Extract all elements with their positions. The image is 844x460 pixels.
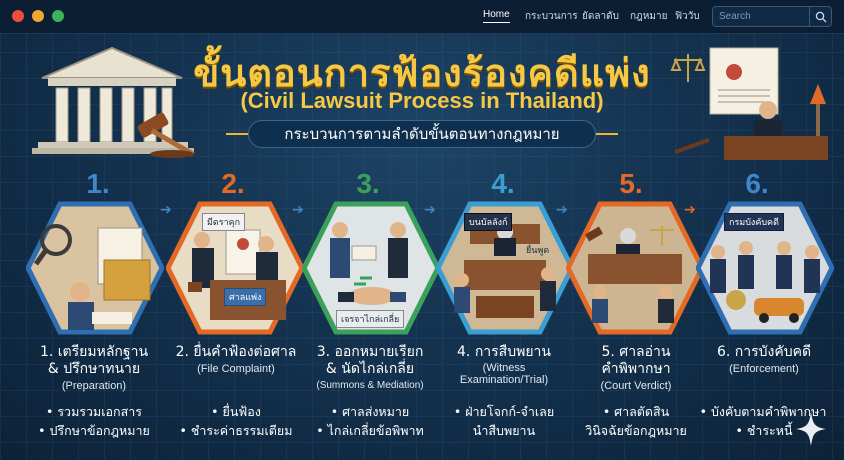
- window-minimize-dot[interactable]: [32, 10, 44, 22]
- step-1-english: (Preparation): [61, 380, 127, 392]
- step-3-title: 3. ออกหมายเรียก & นัดไกล่เกลี่ย: [300, 344, 440, 378]
- step-4-bullet-1: • ฝ่ายโจกก์-จำเลย: [453, 404, 555, 419]
- step-1-bullet-1: • รวมรวมเอกสาร: [45, 404, 142, 419]
- step-6-office-sign: กรมบังคับคดี: [724, 213, 784, 231]
- step-6-number: 6.: [745, 168, 769, 199]
- step-2-bullet-2: • ชำระค่าธรรมเตียม: [179, 423, 293, 438]
- nav-process[interactable]: กระบวนการ: [525, 11, 578, 22]
- scales-icon: [650, 226, 674, 246]
- step-3-mediation-sign: เจรจาไกล่เกลี่ย: [336, 310, 405, 328]
- car-icon: [754, 298, 804, 323]
- gavel-icon: [585, 226, 603, 242]
- step-5-hexagon: [566, 201, 704, 335]
- top-bar: Home กระบวนการ ยัดลาดับ กฎหมาย ฟิววับ: [0, 0, 844, 34]
- step-5-number: 5.: [619, 168, 643, 199]
- step-1-hexagon: [26, 201, 164, 335]
- ribbon-line-right: [596, 133, 618, 135]
- process-ribbon: กระบวนการตามลำดับขั้นตอนทางกฎหมาย: [248, 120, 596, 148]
- search-input[interactable]: [719, 9, 809, 24]
- step-2-number: 2.: [221, 168, 245, 199]
- step-2-english: (File Complaint): [197, 363, 275, 375]
- page-title: ขั้นตอนการฟ้องร้องคดีแพ่ง: [193, 51, 651, 95]
- sparkle-icon: [796, 412, 826, 446]
- arrow-right-icon: ➔: [424, 202, 436, 218]
- step-4-number: 4.: [491, 168, 515, 199]
- step-3-number: 3.: [356, 168, 380, 199]
- step-3-bullet-1: • ศาลส่งหมาย: [330, 404, 410, 419]
- step-3-english: (Summons & Mediation): [316, 380, 424, 391]
- step-4-title: 4. การสืบพยาน: [434, 344, 574, 361]
- nav-reviews[interactable]: ฟิววับ: [675, 11, 700, 22]
- step-1-title-line2: & ปรึกษาทนาย: [47, 361, 141, 377]
- step-4-bullet-2: นำสืบพยาน: [472, 423, 536, 438]
- step-6-title: 6. การบังคับคดี: [694, 344, 834, 361]
- arrow-right-icon: ➔: [292, 202, 304, 218]
- search-box: [712, 6, 832, 27]
- step-6-title-line1: 6. การบังคับคดี: [716, 344, 812, 360]
- step-5-english: (Court Verdict): [600, 380, 672, 392]
- step-1-title-line1: 1. เตรียมหลักฐาน: [39, 344, 149, 360]
- window-close-dot[interactable]: [12, 10, 24, 22]
- step-2-bullet-1: • ยื่นฟ้อง: [211, 404, 261, 419]
- handshake-icon: [338, 287, 406, 305]
- gavel-icon: [137, 112, 195, 158]
- step-2-court-sign: ศาลแพ่ง: [224, 288, 267, 306]
- search-icon: [815, 11, 826, 22]
- page-subtitle-english: (Civil Lawsuit Process in Thailand): [240, 88, 604, 113]
- step-6-bullet-2: • ชำระหนี้: [735, 423, 793, 438]
- nav-law[interactable]: กฎหมาย: [630, 11, 668, 22]
- scales-icon: [670, 54, 706, 82]
- step-5-bullet-2: วินิจฉัยข้อกฎหมาย: [585, 423, 687, 438]
- window-maximize-dot[interactable]: [52, 10, 64, 22]
- nav-home[interactable]: Home: [483, 9, 510, 23]
- step-4-english: (Witness Examination/Trial): [459, 362, 549, 386]
- step-1-bullet-2: • ปรึกษาข้อกฎหมาย: [38, 423, 150, 438]
- step-3-title-line1: 3. ออกหมายเรียก: [316, 344, 424, 360]
- search-button[interactable]: [809, 7, 831, 26]
- emblem-icon: [726, 64, 742, 80]
- step-6-hexagon: [696, 201, 834, 335]
- step-4-title-line1: 4. การสืบพยาน: [457, 344, 551, 360]
- step-1-title: 1. เตรียมหลักฐาน & ปรึกษาทนาย: [24, 344, 164, 378]
- nav-order[interactable]: ยัดลาดับ: [582, 11, 619, 22]
- arrow-right-icon: ➔: [556, 202, 568, 218]
- step-5-bullet-1: • ศาลตัดสิน: [602, 404, 670, 419]
- money-bag-icon: [726, 290, 746, 310]
- step-1-number: 1.: [86, 168, 110, 199]
- step-4-bench-sign: บนบัลลังก์: [464, 213, 513, 231]
- step-3-hexagon: [302, 201, 440, 335]
- step-6-english: (Enforcement): [729, 363, 799, 375]
- step-2-sign: มีดราคุก: [202, 213, 246, 231]
- step-5-title-line2: คำพิพากษา: [601, 361, 671, 377]
- step-2-title: 2. ยื่นคำฟ้องต่อศาล: [166, 344, 306, 361]
- step-3-title-line2: & นัดไกล่เกลี่ย: [325, 361, 415, 377]
- step-6-bullet-1: • บังคับตามคำพิพากษา: [699, 404, 827, 419]
- ribbon-line-left: [226, 133, 248, 135]
- step-5-title: 5. ศาลอ่าน คำพิพากษา: [566, 344, 706, 378]
- step-3-bullet-2: • ไกล่เกลี่ยข้อพิพาท: [316, 423, 424, 438]
- arrow-right-icon: ➔: [684, 202, 696, 218]
- arrow-right-icon: ➔: [160, 202, 172, 218]
- step-5-title-line1: 5. ศาลอ่าน: [601, 344, 671, 360]
- step-2-title-line1: 2. ยื่นคำฟ้องต่อศาล: [175, 344, 297, 360]
- judge-illustration: [670, 47, 828, 160]
- courthouse-illustration: [32, 46, 195, 158]
- step-4-speak-label: ยื่นพูด: [526, 246, 550, 256]
